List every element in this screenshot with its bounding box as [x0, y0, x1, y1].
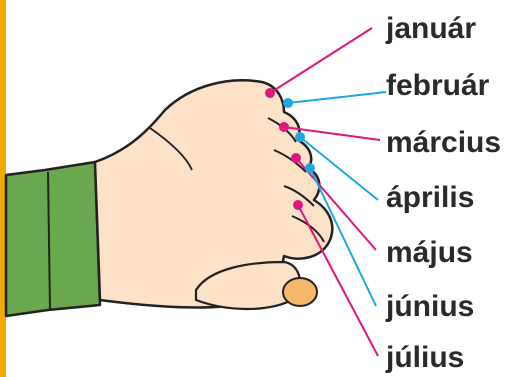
knuckle-dot-5 — [291, 153, 301, 163]
month-label-junius: június — [385, 290, 474, 323]
month-label-majus: május — [386, 236, 473, 269]
month-label-februar: február — [386, 69, 490, 102]
knuckle-dot-7 — [293, 200, 303, 210]
knuckle-dot-3 — [279, 122, 289, 132]
sleeve — [6, 162, 100, 316]
month-labels: január február március április május jún… — [385, 12, 501, 374]
knuckle-dot-1 — [265, 88, 275, 98]
leader-line-1 — [270, 28, 372, 93]
month-label-marcius: március — [386, 126, 501, 159]
knuckle-dot-2 — [283, 98, 293, 108]
knuckle-dot-4 — [295, 132, 305, 142]
thumbnail — [283, 278, 317, 306]
month-label-julius: július — [385, 341, 464, 374]
knuckle-dot-6 — [305, 163, 315, 173]
month-label-januar: január — [385, 12, 476, 45]
leader-line-2 — [288, 92, 386, 103]
month-label-aprilis: április — [386, 181, 474, 214]
